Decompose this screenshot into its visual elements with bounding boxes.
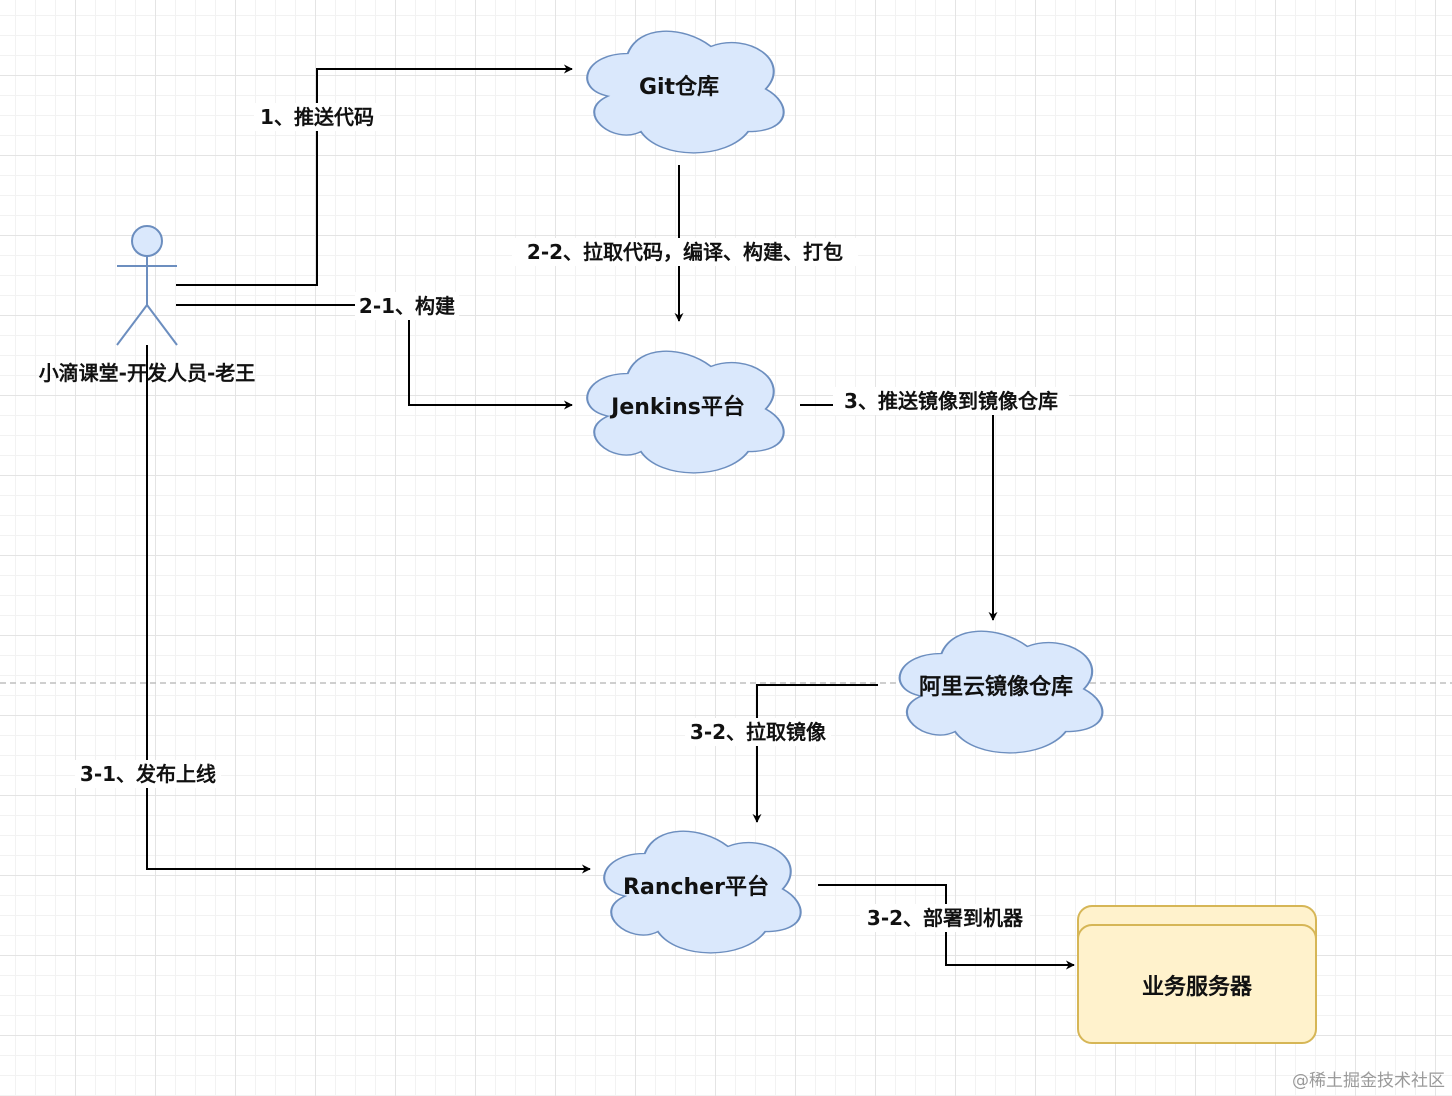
business-server-label: 业务服务器: [1142, 975, 1253, 1000]
rancher-cloud[interactable]: Rancher平台: [604, 831, 800, 953]
git-repo-cloud[interactable]: Git仓库: [587, 31, 783, 153]
edge-release: [146, 345, 591, 874]
developer-actor[interactable]: [116, 225, 178, 346]
actor-left-leg: [116, 304, 148, 346]
pull-compile-label: 2-2、拉取代码，编译、构建、打包: [527, 240, 843, 264]
actor-head: [131, 225, 163, 257]
release-label: 3-1、发布上线: [80, 762, 216, 786]
edge-push-image: [800, 404, 998, 621]
business-server[interactable]: 业务服务器: [1077, 905, 1317, 1044]
actor-label: 小滴课堂-开发人员-老王: [39, 361, 256, 385]
watermark-text: @稀土掘金技术社区: [1292, 1071, 1445, 1091]
deploy-label: 3-2、部署到机器: [867, 906, 1024, 930]
jenkins-cloud[interactable]: Jenkins平台: [587, 351, 783, 473]
build-label: 2-1、构建: [359, 294, 455, 318]
edge-build: [176, 304, 573, 410]
push-code-label: 1、推送代码: [260, 105, 374, 129]
edge-push-code: [176, 64, 573, 286]
git-repo-label: Git仓库: [639, 74, 719, 100]
server-front-rect: [1077, 924, 1317, 1044]
aliyun-registry-cloud[interactable]: 阿里云镜像仓库: [900, 631, 1103, 753]
pull-image-label: 3-2、拉取镜像: [690, 720, 827, 744]
jenkins-label: Jenkins平台: [609, 394, 745, 420]
actor-right-leg: [146, 304, 178, 346]
aliyun-registry-label: 阿里云镜像仓库: [919, 674, 1073, 700]
push-image-label: 3、推送镜像到镜像仓库: [844, 389, 1058, 413]
edge-pull-image: [752, 684, 878, 823]
rancher-label: Rancher平台: [623, 874, 769, 900]
